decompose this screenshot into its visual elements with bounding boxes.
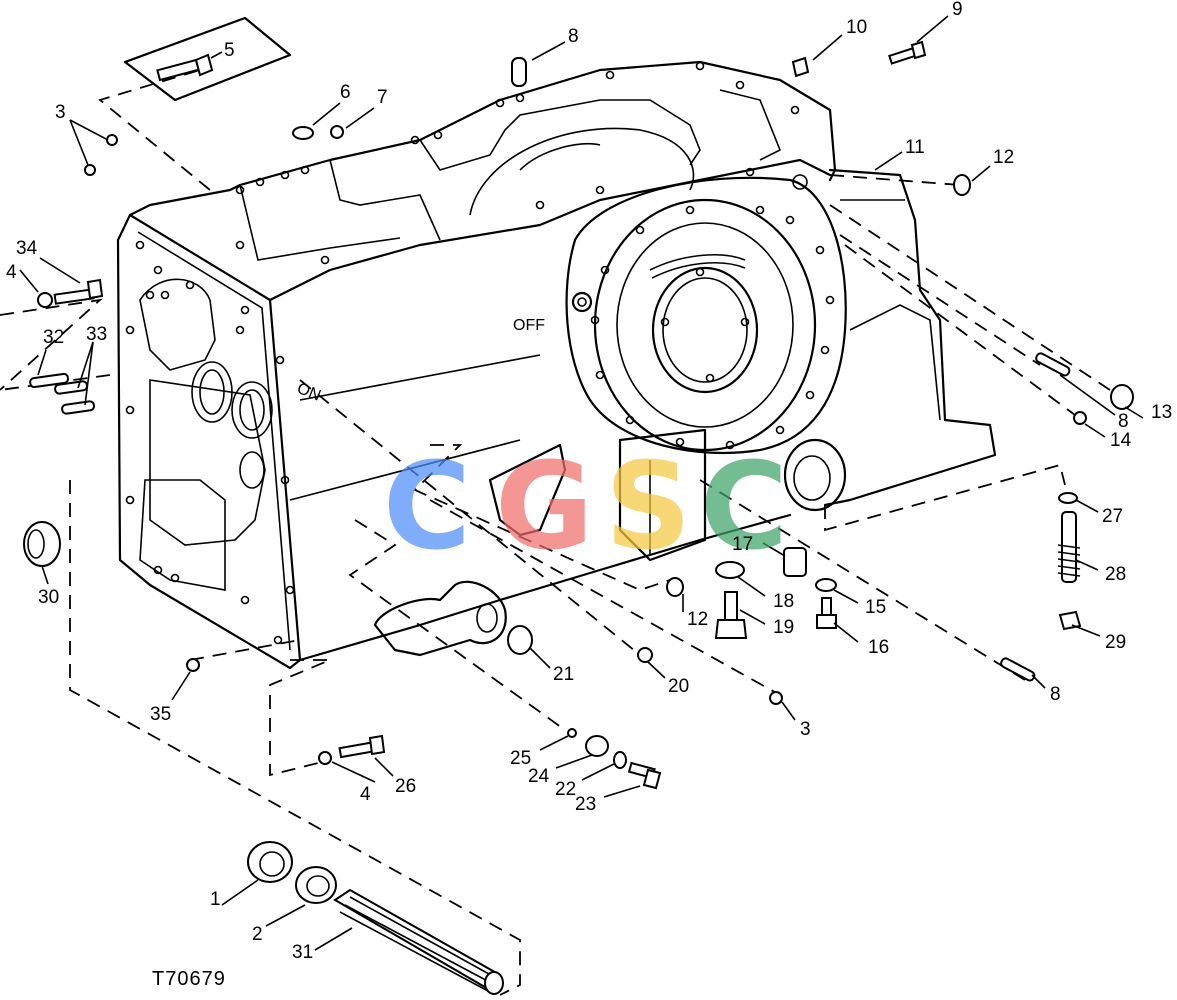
callout-8-right: 8 [1118, 411, 1129, 432]
callout-5: 5 [224, 40, 235, 61]
callout-12-bottom: 12 [687, 609, 708, 630]
callout-25: 25 [510, 748, 531, 769]
callout-21: 21 [553, 664, 574, 685]
callout-32: 32 [43, 327, 64, 348]
callout-33: 33 [86, 324, 107, 345]
callout-35: 35 [150, 704, 171, 725]
callout-30: 30 [38, 587, 59, 608]
callout-8-bottom: 8 [1050, 684, 1061, 705]
callout-7: 7 [377, 87, 388, 108]
watermark: C G S C [383, 438, 788, 577]
figure-reference-code: T70679 [152, 968, 226, 990]
on-label: ON [295, 380, 324, 405]
callout-2: 2 [252, 924, 263, 945]
explode-lines [0, 69, 1111, 996]
watermark-letter-2: G [495, 438, 594, 577]
callout-8-top: 8 [568, 26, 579, 47]
callout-15: 15 [865, 597, 886, 618]
callout-3-bottom: 3 [800, 719, 811, 740]
callout-26: 26 [395, 776, 416, 797]
callout-23: 23 [575, 794, 596, 815]
callout-24: 24 [528, 766, 550, 787]
callout-16: 16 [868, 637, 889, 658]
callout-31: 31 [292, 942, 313, 963]
off-label: OFF [513, 317, 545, 334]
callout-22: 22 [555, 779, 576, 800]
watermark-letter-1: C [383, 438, 471, 577]
callout-6: 6 [340, 82, 351, 103]
callout-28: 28 [1105, 564, 1126, 585]
callout-14: 14 [1110, 430, 1132, 451]
lever-bracket [373, 428, 707, 657]
callout-29: 29 [1105, 632, 1126, 653]
callout-18: 18 [773, 591, 794, 612]
callout-4-bottom: 4 [360, 784, 371, 805]
callout-1: 1 [210, 889, 221, 910]
callout-10: 10 [846, 17, 867, 38]
callout-17: 17 [732, 534, 753, 555]
callout-27: 27 [1102, 506, 1123, 527]
callout-leaders [19, 15, 1144, 951]
callout-19: 19 [773, 617, 794, 638]
watermark-letter-4: C [700, 438, 788, 577]
callout-34: 34 [16, 238, 38, 259]
callout-numbers: 1 2 3 3 4 4 5 6 7 8 8 8 9 10 11 12 12 13… [6, 0, 1172, 963]
callout-3-top: 3 [55, 102, 66, 123]
callout-4-left: 4 [6, 262, 17, 283]
callout-13: 13 [1151, 402, 1172, 423]
callout-9: 9 [952, 0, 963, 20]
callout-11: 11 [905, 137, 925, 158]
callout-20: 20 [668, 676, 689, 697]
transmission-housing [116, 60, 997, 670]
callout-12-top: 12 [993, 147, 1014, 168]
watermark-letter-3: S [605, 438, 691, 577]
loose-parts [23, 16, 1134, 995]
